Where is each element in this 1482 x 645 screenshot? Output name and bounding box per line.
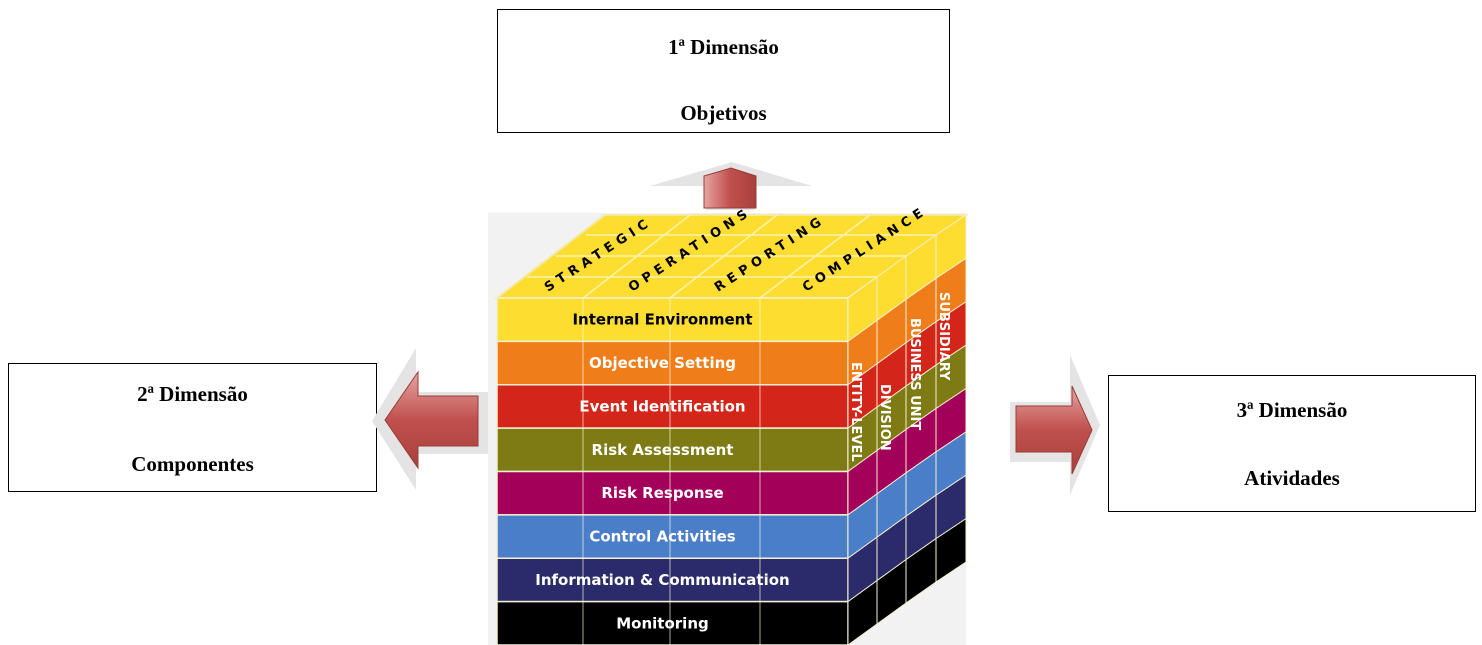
component-label: Control Activities (589, 528, 735, 546)
unit-division: DIVISION (877, 384, 892, 451)
component-label: Objective Setting (589, 354, 736, 372)
dimension-3-box: 3ª Dimensão Atividades (1108, 375, 1476, 512)
component-label: Monitoring (616, 614, 708, 632)
component-label: Event Identification (579, 397, 745, 415)
component-band (496, 340, 849, 386)
unit-entity-level: ENTITY-LEVEL (848, 362, 863, 462)
unit-subsidiary: SUBSIDIARY (936, 292, 951, 381)
arrow-right-icon (1010, 355, 1100, 495)
component-label: Risk Assessment (592, 441, 734, 459)
component-band (496, 297, 849, 343)
unit-business-unit: BUSINESS UNIT (907, 318, 922, 430)
component-label: Information & Communication (535, 571, 789, 589)
dimension-2-subtitle: Componentes (131, 452, 254, 476)
component-band (496, 427, 849, 473)
component-band (496, 514, 849, 559)
dimension-1-subtitle: Objetivos (680, 101, 767, 125)
dimension-3-subtitle: Atividades (1244, 466, 1340, 490)
arrow-up-icon (650, 162, 812, 210)
dimension-1-box: 1ª Dimensão Objetivos (497, 9, 950, 133)
cube-side-face (847, 214, 967, 645)
dimension-2-box: 2ª Dimensão Componentes (8, 363, 377, 492)
side-band-cell (935, 517, 967, 583)
component-band (496, 600, 849, 645)
dimension-3-title: 3ª Dimensão (1236, 398, 1348, 422)
dimension-2-title: 2ª Dimensão (137, 382, 248, 406)
dimension-1-title: 1ª Dimensão (668, 35, 779, 59)
arrow-left-icon (372, 348, 490, 490)
component-label: Risk Response (601, 484, 723, 502)
component-label: Internal Environment (572, 311, 752, 329)
